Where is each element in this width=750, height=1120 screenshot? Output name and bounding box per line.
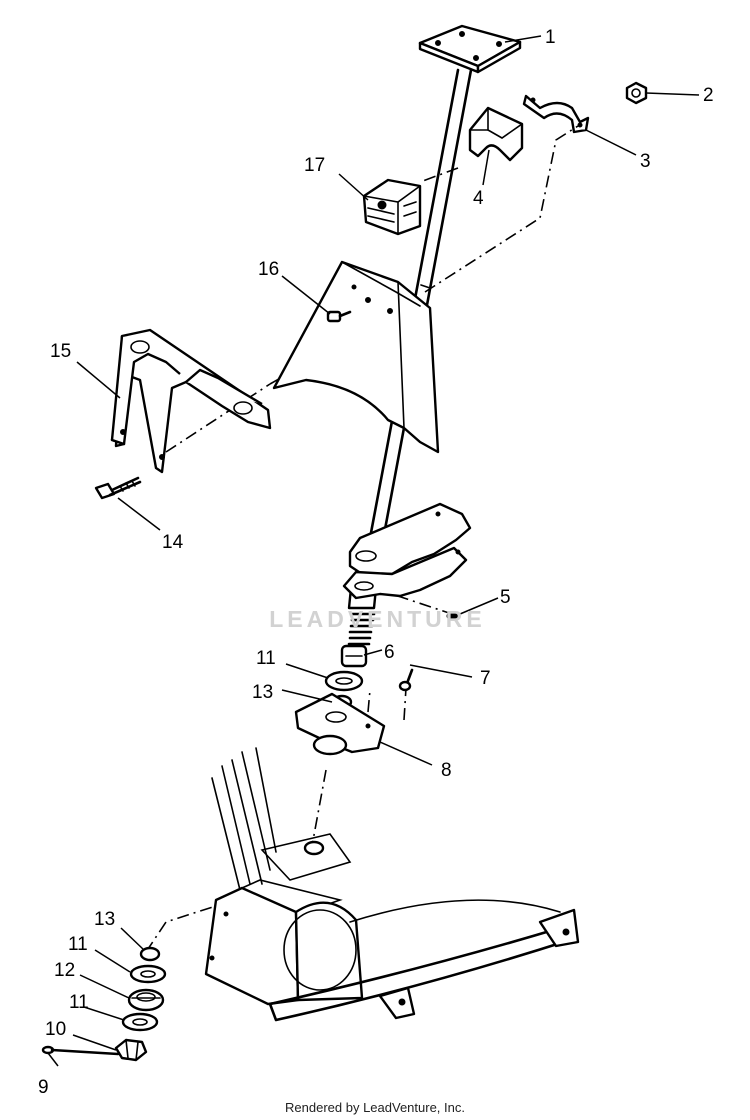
footer-credit: Rendered by LeadVenture, Inc. [285,1100,465,1115]
u-clamp [522,94,590,134]
nut-top [625,81,648,105]
callout-16: 16 [258,259,279,280]
callout-5: 5 [500,587,511,608]
bracket-bolt [326,310,352,323]
callout-13-upper: 13 [252,682,273,703]
callout-14: 14 [162,532,184,553]
callout-1: 1 [545,27,556,48]
hex-bolt [94,476,142,500]
callout-15: 15 [50,341,71,362]
dash-bracket [272,260,440,454]
threaded-end [347,612,376,646]
castle-nut [114,1038,148,1062]
callout-10: 10 [45,1019,66,1040]
washer-lower-11b [121,1012,159,1032]
pedal-bracket [110,328,272,474]
shaft-support-bracket [342,502,472,600]
callout-4: 4 [473,188,484,209]
callout-13-lower: 13 [94,909,115,930]
small-nut [446,611,460,621]
screw [398,668,414,692]
callout-12: 12 [54,960,75,981]
callout-2: 2 [703,85,714,106]
cushion-block [362,178,422,236]
callout-11-a: 11 [68,934,88,955]
callout-3: 3 [640,151,651,172]
bearing-12 [127,988,165,1012]
callout-11-b: 11 [69,992,89,1013]
watermark: LEADVENTURE [269,606,486,632]
washer-lower-13 [139,946,161,962]
washer-upper [324,670,364,692]
washer-lower-11a [129,964,167,984]
callout-9: 9 [38,1077,49,1098]
cotter-pin [41,1045,120,1056]
callout-7: 7 [480,668,491,689]
coupler [340,644,368,668]
pivot-block [294,692,386,756]
callout-8: 8 [441,760,452,781]
callout-11-upper: 11 [256,648,276,669]
frame-axle [204,747,580,1022]
callout-17: 17 [304,155,325,176]
callout-6: 6 [384,642,395,663]
bushing-block [468,106,524,162]
